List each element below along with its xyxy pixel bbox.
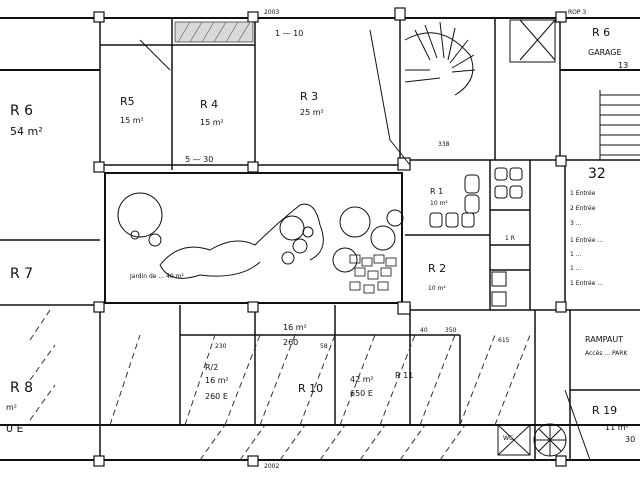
dim-upper-right: 338 — [438, 141, 450, 148]
room-r16-name: 16 m² — [283, 323, 307, 332]
room-r11-name: R 11 — [395, 371, 413, 380]
slanted-wall — [564, 389, 591, 461]
room-r6-area: 54 m² — [10, 125, 43, 138]
room-r16-price: 260 — [283, 338, 298, 347]
dim-top-edge: 2003 — [264, 9, 279, 16]
room-r3-name: R 3 — [300, 90, 318, 103]
dim-top-center: 1 — 10 — [275, 29, 303, 38]
room-r12-area: 16 m² — [205, 376, 229, 385]
room-r12-name: R/2 — [205, 363, 218, 372]
dim-lower-right-1: 40 — [420, 327, 428, 334]
room-r3-area: 25 m² — [300, 108, 324, 117]
right-note-1: 1 Entrée — [570, 190, 596, 197]
room-r2-area: 10 m² — [428, 285, 446, 292]
room-r6-name: R 6 — [10, 103, 33, 119]
left-mark: 1 R — [505, 235, 515, 242]
dim-top-left-right: 5 — 30 — [185, 155, 213, 164]
dim-top-right-num: ROP 3 — [568, 9, 586, 16]
right-note-7: 1 Entrée ... — [570, 280, 603, 287]
parking-lines — [29, 309, 531, 461]
dim-lower-right-3: 615 — [498, 337, 510, 344]
room-r11-price: 650 E — [350, 389, 373, 398]
room-r19-area: 11 m² — [605, 423, 629, 432]
right-note-3: 3 ... — [570, 220, 582, 227]
room-r12-price: 260 E — [205, 392, 228, 401]
sanitary-fixtures — [429, 167, 523, 307]
rampaut-line2: Accès ... PARK — [585, 350, 628, 357]
room-r4-area: 15 m² — [200, 118, 224, 127]
garden-note: Jardin de ... 40 m² — [129, 273, 184, 280]
dim-mid-row: 230 — [215, 343, 227, 350]
room-garage-area: 13 — [618, 61, 628, 70]
room-r10-name: R 10 — [298, 382, 323, 395]
room-r1-area: 10 m² — [430, 200, 448, 207]
straight-stair — [599, 90, 640, 160]
door-swings — [139, 19, 556, 166]
right-note-5: 1 ... — [570, 251, 582, 258]
right-note-2: 2 Entrée — [570, 205, 596, 212]
right-note-6: 1 ... — [570, 265, 582, 272]
room-r19-price: 30 — [625, 435, 635, 444]
room-r8-price: 0 E — [6, 422, 23, 435]
room-r1-name: R 1 — [430, 187, 443, 196]
room-r2-name: R 2 — [428, 262, 446, 275]
right-notes-list: 1 Entrée 2 Entrée 3 ... 1 Entrée ... 1 .… — [570, 190, 603, 287]
room-r8-name: R 8 — [10, 380, 33, 396]
spiral-stair-top — [404, 21, 476, 96]
dim-lower-right-2: 350 — [445, 327, 457, 334]
room-r8-area: m² — [6, 403, 17, 412]
room-r5-name: R5 — [120, 95, 135, 108]
garden-plants — [117, 192, 404, 279]
columns — [93, 7, 567, 467]
room-labels: R 6 54 m² R5 15 m² R 4 15 m² R 3 25 m² R… — [6, 26, 635, 444]
dim-bottom: 2002 — [264, 463, 279, 470]
dim-mid-row2: 58 — [320, 343, 328, 350]
room-r5-area: 15 m² — [120, 116, 144, 125]
rampaut-line1: RAMPAUT — [585, 335, 623, 344]
dimension-labels: 1 — 10 5 — 30 230 58 40 350 615 2002 200… — [185, 9, 586, 470]
hatched-strip — [174, 21, 254, 43]
spiral-stair-bottom — [497, 423, 567, 457]
room-garage-name: R 6 — [592, 26, 610, 39]
garden-paving — [349, 254, 397, 294]
room-garage-sub: GARAGE — [588, 48, 622, 57]
room-r11-area: 42 m² — [350, 375, 374, 384]
wc-mark: WC — [503, 435, 513, 442]
room-32-name: 32 — [588, 166, 606, 182]
right-note-4: 1 Entrée ... — [570, 237, 603, 244]
room-r4-name: R 4 — [200, 98, 218, 111]
room-r7-name: R 7 — [10, 266, 33, 282]
room-r19-name: R 19 — [592, 404, 617, 417]
